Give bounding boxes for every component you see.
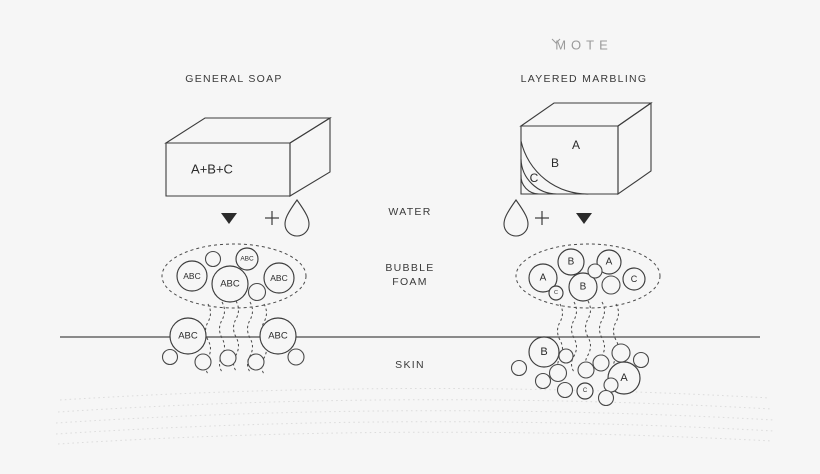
cube-right-face: [617, 101, 652, 196]
right-water-drop-icon: [503, 199, 529, 237]
left-water-drop-icon: [284, 199, 310, 237]
bubble-label: A: [620, 372, 628, 384]
bubble-label: ABC: [178, 331, 198, 342]
bubble-c: [622, 267, 646, 291]
right-water-group: [503, 199, 592, 237]
left-plus-icon: [265, 211, 279, 225]
left-column-title: GENERAL SOAP: [185, 73, 283, 85]
bubble-abc: [176, 260, 208, 292]
bubble-abc: [263, 262, 295, 294]
left-skin-bubbles: ABC ABC: [161, 317, 305, 371]
right-column-title: LAYERED MARBLING: [521, 73, 648, 85]
bubble-label: B: [568, 257, 575, 268]
bubble-label: B: [580, 282, 587, 293]
bubble-label: C: [583, 388, 588, 394]
right-foam-envelope: [515, 243, 661, 309]
bubble-label: ABC: [220, 279, 240, 290]
bubble-abc: [235, 247, 259, 271]
right-plus-icon: [535, 211, 549, 225]
bubble-plain: [601, 275, 621, 295]
cube-arc-layer-a: [520, 140, 590, 195]
logo-chevron-icon: [551, 38, 561, 44]
bubble-plain: [611, 343, 631, 363]
bubble-label: ABC: [240, 256, 254, 263]
bubble-a: [596, 249, 622, 275]
cube-label-a: A: [572, 138, 580, 152]
brand-logo: MOTE: [551, 37, 613, 52]
bubble-b: [568, 272, 598, 302]
bubble-c: [548, 285, 564, 301]
bubble-a: [528, 263, 558, 293]
bubble-plain: [194, 353, 212, 371]
bubble-plain: [558, 348, 574, 364]
bubble-label: ABC: [268, 331, 288, 342]
bubble-plain: [247, 353, 265, 371]
bubble-label: B: [540, 346, 547, 358]
bubble-b: [557, 248, 585, 276]
general-soap-bar: A+B+C: [164, 117, 332, 197]
bubble-plain: [548, 363, 568, 383]
stage-label-skin: SKIN: [395, 359, 425, 371]
bubble-plain: [534, 372, 552, 390]
left-down-triangle-icon: [221, 213, 237, 224]
skin-texture-lines: [55, 387, 775, 445]
soap-bar-top-face: [164, 117, 332, 144]
cube-arc-layer-b: [520, 158, 558, 195]
stage-label-bubble: BUBBLE: [385, 262, 434, 274]
left-water-group: [221, 199, 310, 237]
bubble-c: [576, 382, 594, 400]
logo-text: MOTE: [555, 37, 613, 52]
bubble-plain: [592, 354, 610, 372]
left-foam-envelope: [161, 243, 307, 309]
bubble-b: [528, 336, 560, 368]
bubble-plain: [204, 250, 222, 268]
bubble-plain: [510, 359, 528, 377]
stage-label-water: WATER: [388, 206, 431, 218]
bubble-label: A: [606, 257, 613, 268]
cube-label-b: B: [551, 156, 559, 170]
right-down-triangle-icon: [576, 213, 592, 224]
cube-top-face: [519, 102, 653, 127]
soap-bar-label: A+B+C: [191, 162, 233, 177]
bubble-label: C: [554, 290, 558, 296]
soap-bar-right-face: [289, 117, 331, 197]
bubble-label: ABC: [183, 271, 200, 281]
bubble-plain: [597, 389, 615, 407]
bubble-plain: [247, 282, 267, 302]
left-foam-bubbles: ABC ABC ABC ABC: [176, 247, 295, 303]
bubble-label: C: [631, 274, 638, 284]
layered-marbling-cube: A B C: [519, 101, 653, 196]
bubble-abc: [211, 265, 249, 303]
bubble-abc: [169, 317, 207, 355]
bubble-plain: [287, 348, 305, 366]
cube-arc-layer-c: [520, 174, 540, 195]
right-foam-bubbles: A B A B C C: [528, 248, 646, 302]
bubble-plain: [219, 349, 237, 367]
bubble-plain: [577, 361, 595, 379]
bubble-plain: [161, 348, 179, 366]
bubble-label: A: [540, 273, 547, 284]
bubble-plain: [632, 351, 650, 369]
bubble-plain: [603, 377, 619, 393]
stage-label-foam: FOAM: [392, 276, 428, 288]
bubble-label: ABC: [270, 273, 287, 283]
right-skin-bubbles: B A C: [510, 336, 650, 407]
bubble-plain: [587, 263, 603, 279]
bubble-abc: [259, 317, 297, 355]
bubble-plain: [556, 381, 574, 399]
cube-label-c: C: [530, 171, 539, 185]
